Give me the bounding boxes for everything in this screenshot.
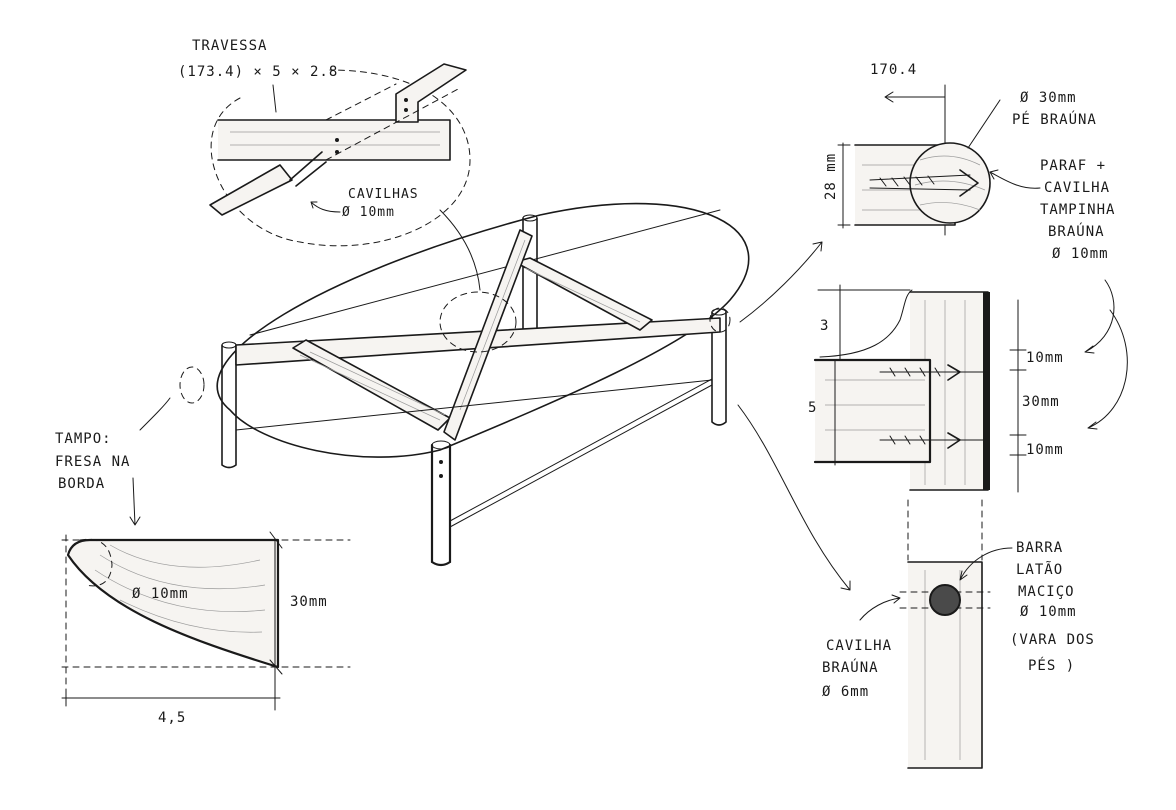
profile-radius-label: Ø 10mm (132, 586, 189, 602)
cavilhas-title: CAVILHAS (348, 187, 419, 202)
cavilha-b-line1: CAVILHA (826, 638, 892, 654)
leg-top-detail: 170.4 28 mm Ø 30mm PÉ BRAÚNA PARAF + CAV… (739, 62, 1115, 323)
barra-line5: (VARA DOS (1010, 632, 1095, 648)
dim-10-bottom: 10mm (1026, 442, 1064, 458)
dim-10-top: 10mm (1026, 350, 1064, 366)
paraf-line3: TAMPINHA (1040, 202, 1115, 218)
dim-30: 30mm (1022, 394, 1060, 410)
travessa-dims: (173.4) × 5 × 2.8 (178, 64, 338, 80)
paraf-line1: PARAF + (1040, 158, 1106, 174)
table-rails (235, 229, 721, 528)
paraf-line5: Ø 10mm (1052, 246, 1109, 262)
tampo-line3: BORDA (58, 476, 105, 492)
cavilha-b-line3: Ø 6mm (822, 684, 869, 700)
cavilha-b-line2: BRAÚNA (822, 658, 879, 676)
pe-dim-label: Ø 30mm (1020, 90, 1077, 106)
dim-5-label: 5 (808, 400, 817, 416)
paraf-line2: CAVILHA (1044, 180, 1110, 196)
paraf-line4: BRAÚNA (1048, 222, 1105, 240)
travessa-detail: TRAVESSA (173.4) × 5 × 2.8 CAVILHAS Ø 10… (178, 38, 481, 291)
profile-width-label: 4,5 (158, 710, 186, 726)
barra-line1: BARRA (1016, 540, 1063, 556)
tampo-line1: TAMPO: (55, 431, 112, 447)
cavilhas-dim: Ø 10mm (342, 205, 395, 220)
brass-bar-detail: BARRA LATÃO MACIÇO Ø 10mm (VARA DOS PÉS … (737, 404, 1095, 769)
pe-material-label: PÉ BRAÚNA (1012, 110, 1097, 128)
travessa-title: TRAVESSA (192, 38, 267, 54)
table-perspective (179, 202, 750, 567)
leg-joint-detail: 3 5 10mm 30mm 10mm (808, 279, 1128, 493)
tampo-profile-detail: TAMPO: FRESA NA BORDA Ø 10mm 30mm 4,5 (55, 397, 351, 726)
leg-side-dim: 28 mm (823, 153, 839, 200)
barra-line2: LATÃO (1016, 561, 1063, 578)
barra-line3: MACIÇO (1018, 584, 1075, 600)
profile-height-label: 30mm (290, 594, 328, 610)
barra-line6: PÉS ) (1028, 657, 1075, 674)
barra-line4: Ø 10mm (1020, 604, 1077, 620)
tampo-line2: FRESA NA (55, 454, 130, 470)
dim-3-label: 3 (820, 318, 829, 334)
top-dim-label: 170.4 (870, 62, 917, 78)
